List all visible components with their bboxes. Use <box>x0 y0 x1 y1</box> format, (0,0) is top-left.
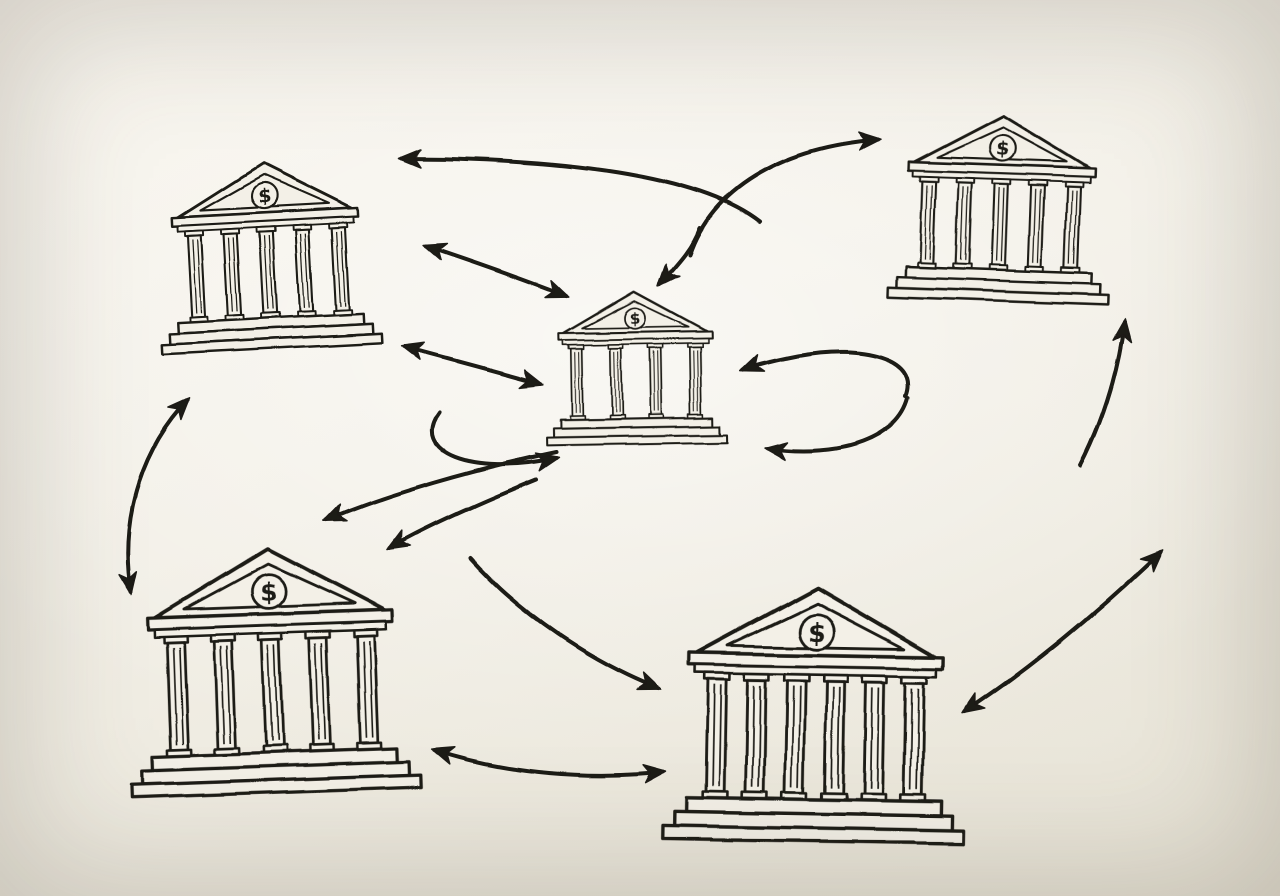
bank-top-right: $ <box>885 114 1109 306</box>
dollar-medallion-icon <box>250 573 288 610</box>
dollar-medallion-icon <box>988 133 1017 162</box>
arrow-left-to-bottom-right <box>468 556 662 691</box>
arrow-loop-into-center-right <box>740 349 910 398</box>
dollar-medallion-icon <box>250 181 279 210</box>
arrow-right-to-top-left <box>398 148 762 224</box>
arrows-layer <box>118 131 1163 784</box>
dollar-symbol: $ <box>995 137 1009 159</box>
arrow-center-to-lower-left-2 <box>386 478 538 551</box>
dollar-medallion-icon <box>797 612 836 651</box>
arrow-center-to-lower-left-1 <box>322 450 558 522</box>
bank-bottom-left: $ <box>128 547 423 800</box>
arrow-loop-under-right <box>764 396 910 461</box>
dollar-symbol: $ <box>807 618 826 648</box>
dollar-symbol: $ <box>257 185 271 208</box>
dollar-medallion-icon <box>623 306 647 330</box>
arrow-top-left-center-upper <box>422 242 570 299</box>
arrow-into-center-top <box>657 226 702 287</box>
bank-top-left: $ <box>160 162 384 356</box>
bank-center: $ <box>545 290 729 447</box>
dollar-symbol: $ <box>629 310 640 328</box>
arrow-right-up-tall <box>1078 318 1132 467</box>
arrow-loop-under-center <box>431 412 560 472</box>
arrow-top-left-center-lower <box>400 342 544 389</box>
bank-bottom-right: $ <box>660 585 966 846</box>
arrow-bottom-right-up <box>960 549 1163 715</box>
banks-layer: $ $ $ $ $ <box>128 114 1109 846</box>
dollar-symbol: $ <box>260 577 278 607</box>
arrow-left-vertical <box>118 397 191 596</box>
arrow-bottom-banks <box>430 746 666 784</box>
